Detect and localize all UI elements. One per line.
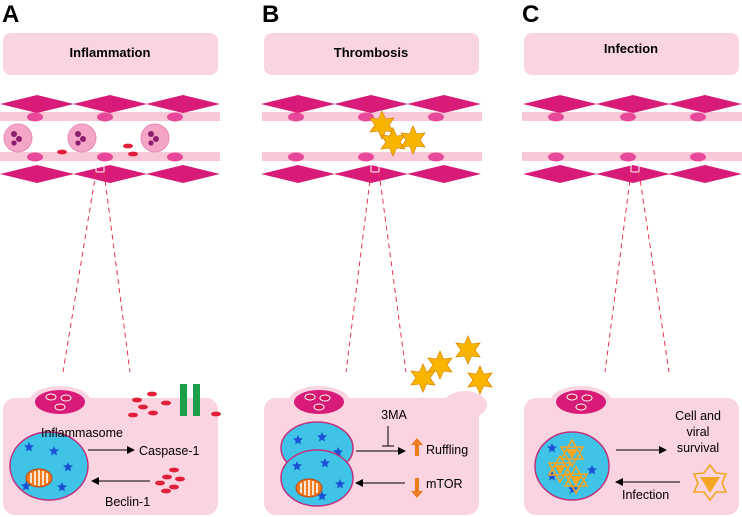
- orange-down-arrow-icon: [411, 478, 423, 498]
- blood-vessel-a: [0, 95, 220, 183]
- panel-letter-b: B: [262, 1, 279, 28]
- cell-c: [524, 386, 739, 515]
- zoom-marker-a: [95, 163, 105, 173]
- inhibition-tee-icon: [382, 426, 394, 447]
- label-3ma: 3MA: [381, 408, 407, 422]
- label-ruffling: Ruffling: [426, 443, 468, 457]
- title-box-infection: [524, 33, 739, 75]
- title-box-thrombosis: [264, 33, 479, 75]
- panel-letter-a: A: [2, 1, 19, 28]
- label-caspase-1: Caspase-1: [139, 444, 199, 458]
- cell-b: [264, 386, 487, 515]
- blood-vessel-c: [522, 95, 742, 183]
- label-cell-and: Cell and: [675, 409, 721, 423]
- panel-title-thrombosis: Thrombosis: [334, 45, 408, 60]
- label-survival: survival: [677, 441, 719, 455]
- green-receptor-bar-left: [180, 384, 187, 416]
- neutrophil-1: [3, 123, 33, 153]
- zoom-marker-b: [370, 163, 380, 173]
- extracellular-virus-icon: [692, 463, 728, 502]
- activated-platelets-b: [410, 335, 493, 395]
- panel-infection: C Infection Cell and viral: [522, 1, 742, 515]
- label-inflammasome: Inflammasome: [41, 426, 123, 440]
- blood-vessel-b: [261, 95, 482, 183]
- zoom-marker-c: [630, 163, 640, 173]
- platelet-star-3: [400, 125, 426, 155]
- panel-title-inflammation: Inflammation: [70, 45, 151, 60]
- label-beclin-1: Beclin-1: [105, 495, 150, 509]
- panel-inflammation: A Inflammation: [0, 1, 221, 515]
- panel-title-infection: Infection: [604, 41, 658, 56]
- neutrophil-2: [67, 123, 97, 153]
- label-viral: viral: [687, 425, 710, 439]
- label-mtor: mTOR: [426, 477, 463, 491]
- orange-up-arrow-icon: [411, 438, 423, 456]
- panel-thrombosis: B Thrombosis: [261, 1, 493, 515]
- green-receptor-bar-right: [193, 384, 200, 416]
- title-box-inflammation: [3, 33, 218, 75]
- panel-letter-c: C: [522, 1, 539, 28]
- label-infection: Infection: [622, 488, 669, 502]
- neutrophil-3: [140, 123, 170, 153]
- cell-a: [3, 386, 218, 515]
